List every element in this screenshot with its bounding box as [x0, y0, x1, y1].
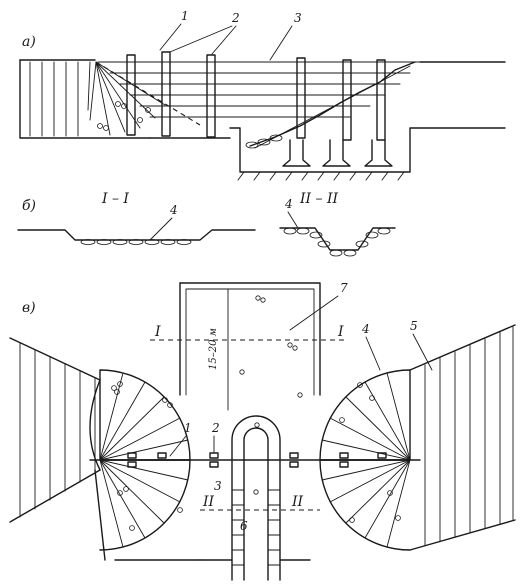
u-outlet-hatching — [231, 489, 281, 566]
callout-4-b1: 4 — [169, 203, 178, 217]
right-fan-lower — [319, 459, 411, 551]
spillway-horizontal-lines — [97, 61, 421, 118]
u-outlet-inner — [243, 427, 269, 581]
callout-4-b2: 4 — [284, 197, 293, 211]
callout-4-v: 4 — [361, 322, 370, 336]
panel-v-plan-view: в) I I 15–20 м — [9, 281, 516, 581]
right-fan-rays — [321, 372, 411, 548]
section-1-profile — [17, 229, 256, 241]
cut-mark-I-right: I — [337, 324, 344, 340]
leader-4-v — [365, 336, 381, 371]
callout-5: 5 — [410, 319, 418, 333]
cut-mark-I-left: I — [154, 324, 161, 340]
callout-7: 7 — [340, 281, 348, 295]
callout-1-a: 1 — [181, 9, 189, 23]
section-2-title: II – II — [299, 191, 338, 207]
drop-slope-inner-line — [254, 65, 411, 149]
leader-7 — [289, 295, 339, 331]
cut-mark-II-right: II — [291, 494, 304, 510]
right-approach-outline — [409, 324, 516, 551]
dimension-label: 15–20 м — [208, 328, 219, 370]
left-bank-hatching — [29, 61, 91, 137]
right-approach-hatching — [424, 326, 514, 546]
leader-4-b2 — [287, 211, 299, 229]
basin-riprap — [245, 134, 283, 149]
left-fan-lower — [99, 459, 191, 551]
section-1-title: I – I — [101, 191, 129, 207]
cut-mark-II-left: II — [202, 494, 215, 510]
leader-1-a — [159, 23, 182, 51]
callout-6: 6 — [240, 519, 248, 533]
callout-2-a: 2 — [231, 11, 240, 25]
u-outlet-outer — [231, 415, 281, 581]
vertical-piles — [126, 51, 386, 141]
left-approach-outline — [9, 337, 101, 523]
left-lower-approach — [94, 469, 201, 561]
plan-crossbar-blocks — [127, 452, 387, 468]
callout-3-a: 3 — [294, 11, 302, 25]
panel-a-longitudinal-section: а) — [19, 9, 506, 181]
left-fan-upper — [99, 369, 191, 461]
section-2-profile — [279, 227, 396, 251]
callout-1-v: 1 — [184, 421, 192, 435]
slope-dashed-line — [95, 61, 201, 126]
drop-slope-line — [249, 61, 416, 147]
left-fan-rays — [99, 372, 189, 548]
leader-2-a — [169, 25, 237, 55]
left-approach-mouth — [89, 379, 101, 471]
section-1-riprap — [80, 239, 192, 245]
channel-stones — [239, 295, 303, 398]
leader-4-b1 — [149, 217, 173, 241]
panel-a-stones — [97, 101, 151, 131]
stilling-basin-outline — [229, 127, 506, 173]
left-bank-outline — [19, 59, 151, 139]
leader-1-v — [169, 435, 187, 457]
plan-fan-stones — [111, 381, 401, 531]
section-2-riprap — [283, 227, 391, 257]
callout-2-v: 2 — [211, 421, 220, 435]
basin-pile-footings — [282, 139, 393, 167]
left-approach-hatching — [19, 342, 96, 518]
channel-inner-outline — [185, 288, 315, 396]
callout-3-v: 3 — [214, 479, 222, 493]
panel-b-label: б) — [22, 198, 36, 214]
leader-3-a — [269, 25, 293, 61]
channel-outline-right — [179, 282, 321, 396]
basin-bottom-hatch — [237, 171, 405, 181]
right-fan-upper — [319, 369, 411, 461]
panel-a-label: а) — [22, 34, 36, 50]
panel-b-cross-sections: б) I – I 4 II – II 4 — [17, 191, 396, 257]
leader-5 — [412, 333, 433, 371]
panel-v-label: в) — [22, 300, 36, 316]
